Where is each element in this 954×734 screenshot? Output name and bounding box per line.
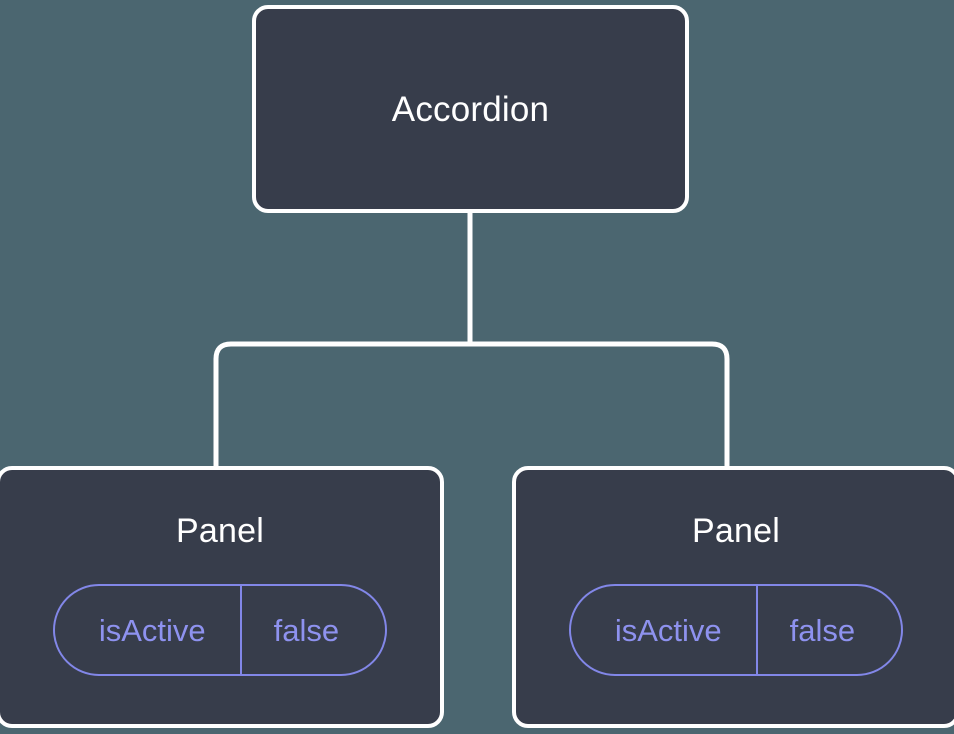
edge-to-panel-right <box>470 341 730 470</box>
prop-value-left: false <box>239 586 385 674</box>
prop-key-right: isActive <box>614 612 722 648</box>
node-panel-left[interactable]: Panel isActive false <box>0 466 444 728</box>
prop-pill-left[interactable]: isActive false <box>52 584 388 676</box>
edge-to-panel-left <box>213 341 470 470</box>
prop-pill-right[interactable]: isActive false <box>568 584 904 676</box>
node-accordion-label: Accordion <box>391 89 550 129</box>
node-accordion[interactable]: Accordion <box>252 5 689 213</box>
prop-value-right: false <box>755 586 901 674</box>
prop-key-left: isActive <box>98 612 206 648</box>
node-panel-left-label: Panel <box>176 512 264 550</box>
node-panel-right-label: Panel <box>692 512 780 550</box>
node-panel-right[interactable]: Panel isActive false <box>512 466 954 728</box>
